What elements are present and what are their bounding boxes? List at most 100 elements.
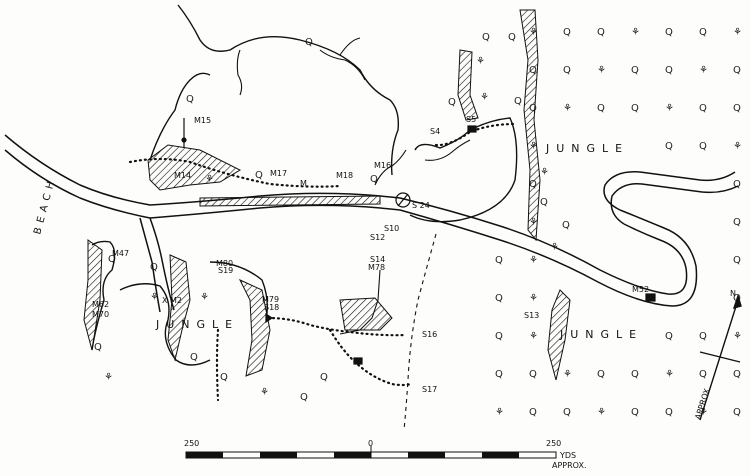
hatch-m15-area (147, 144, 242, 191)
m52-building (645, 293, 656, 302)
tree-symbol: Q (699, 27, 707, 38)
tributary-west (149, 217, 175, 311)
main-river (4, 134, 739, 313)
tree-symbol: Q (562, 220, 570, 231)
tree-symbol: ⚘ (699, 65, 708, 76)
scale-unit-label: YDS (559, 451, 576, 460)
tree-symbol: Q (529, 407, 537, 418)
tree-symbol: Q (665, 65, 673, 76)
river-bank-north (4, 134, 688, 295)
tree-symbol: Q (699, 331, 707, 342)
tree-symbol: Q (320, 372, 328, 383)
north-coast (177, 4, 400, 176)
creek-m16 (374, 149, 407, 186)
hatch-river-north (199, 195, 381, 207)
north-label: N (730, 289, 736, 298)
beach-label: BEACH (32, 176, 58, 236)
tree-symbol: ⚘ (104, 372, 113, 383)
creek-north-3 (339, 37, 361, 56)
tree-symbol: ⚘ (529, 255, 538, 266)
tree-symbol: Q (665, 331, 673, 342)
label-s12: S12 (370, 233, 385, 242)
jungle-south-outline (209, 261, 269, 321)
jungle-east-label: JUNGLE (545, 142, 629, 155)
label-m17: M17 (270, 169, 287, 178)
tree-symbol: Q (733, 369, 741, 380)
label-s24: S 24 (412, 201, 430, 210)
hatch-west-bank (167, 254, 191, 362)
tree-symbol: Q (699, 369, 707, 380)
tree-symbol: Q (733, 217, 741, 228)
hatch-north-cove (457, 49, 479, 121)
tree-symbol: ⚘ (150, 292, 159, 303)
tree-symbol: Q (529, 369, 537, 380)
track-s14 (339, 269, 381, 335)
tree-symbol: ⚘ (733, 141, 742, 152)
tree-symbol: Q (563, 65, 571, 76)
north-arrow: N APPROX. (693, 289, 742, 421)
s5-building (467, 125, 477, 133)
tree-symbol: Q (597, 103, 605, 114)
tree-symbol: Q (94, 342, 102, 353)
north-east-inlet (409, 117, 518, 223)
scale-left-label: 250 (184, 439, 199, 448)
label-s4: S4 (430, 127, 440, 136)
tree-symbol: Q (733, 255, 741, 266)
jungle-south-east-label: JUNGLE (559, 328, 643, 341)
hatch-south-bank (547, 289, 571, 381)
tree-symbol: Q (597, 369, 605, 380)
track-north-riverbank (128, 157, 342, 188)
label-m14: M14 (174, 171, 191, 180)
creek-north-2 (319, 49, 366, 81)
track-south-west (215, 328, 220, 402)
tree-symbol: ⚘ (733, 27, 742, 38)
tree-symbol: Q (508, 32, 516, 43)
tree-symbol: Q (482, 32, 490, 43)
tributary-west-inner (139, 217, 161, 313)
tree-symbol: Q (665, 27, 673, 38)
label-s14: S14 (370, 255, 385, 264)
tree-symbol: Q (733, 103, 741, 114)
tree-symbol: Q (108, 254, 116, 265)
creek-north-1 (236, 49, 243, 96)
tree-symbol: ⚘ (665, 369, 674, 380)
tree-symbol: Q (665, 141, 673, 152)
tree-symbol: Q (631, 369, 639, 380)
tree-symbol: Q (665, 407, 673, 418)
label-s19: S19 (218, 266, 233, 275)
tree-symbol: Q (495, 255, 503, 266)
tree-symbol: ⚘ (529, 293, 538, 304)
tree-symbol: Q (699, 141, 707, 152)
tree-symbol: Q (563, 407, 571, 418)
tree-symbol: ⚘ (495, 407, 504, 418)
tree-symbol: ⚘ (597, 65, 606, 76)
track-s17 (328, 328, 414, 387)
tree-symbol: ⚘ (597, 407, 606, 418)
tree-symbol: Q (514, 96, 522, 107)
tree-symbol: Q (699, 103, 707, 114)
point-symbols (181, 118, 656, 365)
tree-symbol: Q (631, 407, 639, 418)
tree-symbol: Q (495, 331, 503, 342)
tree-symbol: Q (631, 103, 639, 114)
tree-symbol: Q (150, 262, 158, 273)
s17-building (353, 357, 363, 365)
tree-symbol: ⚘ (540, 167, 549, 178)
hatch-east-bank (519, 9, 541, 242)
tree-symbol: ⚘ (476, 56, 485, 67)
tree-symbol: Q (733, 407, 741, 418)
tree-symbol: Q (220, 372, 228, 383)
tree-symbol: Q (300, 392, 308, 403)
tree-symbol: Q (540, 197, 548, 208)
tree-symbol: Q (495, 293, 503, 304)
hatch-jungle-west-bank (238, 278, 271, 377)
label-m70: M70 (92, 310, 109, 319)
label-s5: S5 (466, 115, 476, 124)
tree-symbol: ⚘ (733, 331, 742, 342)
tree-symbol: Q (495, 369, 503, 380)
creek-s4 (424, 139, 471, 161)
scale-approx-note: APPROX. (552, 461, 587, 470)
label-m15: M15 (194, 116, 211, 125)
